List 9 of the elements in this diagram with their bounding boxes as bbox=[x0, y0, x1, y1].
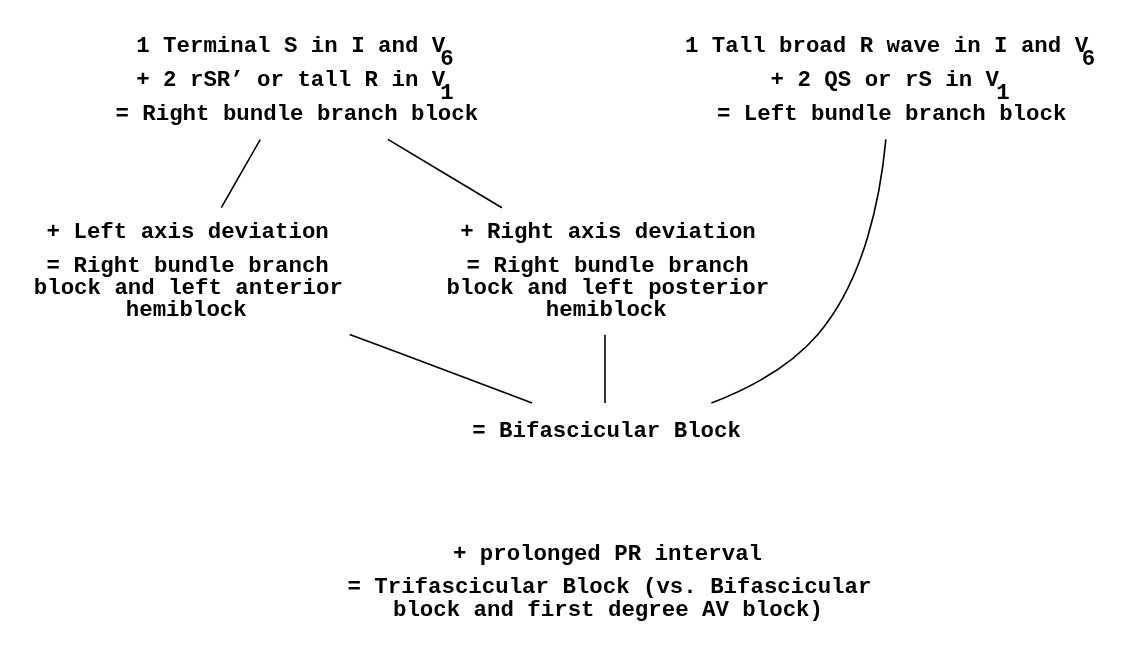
node-text: + prolonged PR interval = Trifascicular Block (vs. Bifascicular block and first degree AV block) bbox=[347, 540, 872, 623]
connector bbox=[604, 333, 606, 404]
node-text: + Right axis deviation = Right bundle branch block and left posterior hemiblock bbox=[446, 218, 770, 323]
node-text: = Bifascicular Block bbox=[472, 417, 741, 444]
connector bbox=[348, 333, 533, 404]
node-text: + Left axis deviation = Right bundle branch block and left anterior hemiblock bbox=[33, 218, 343, 323]
connector bbox=[220, 138, 262, 208]
connector bbox=[710, 138, 887, 404]
connector bbox=[387, 138, 503, 209]
